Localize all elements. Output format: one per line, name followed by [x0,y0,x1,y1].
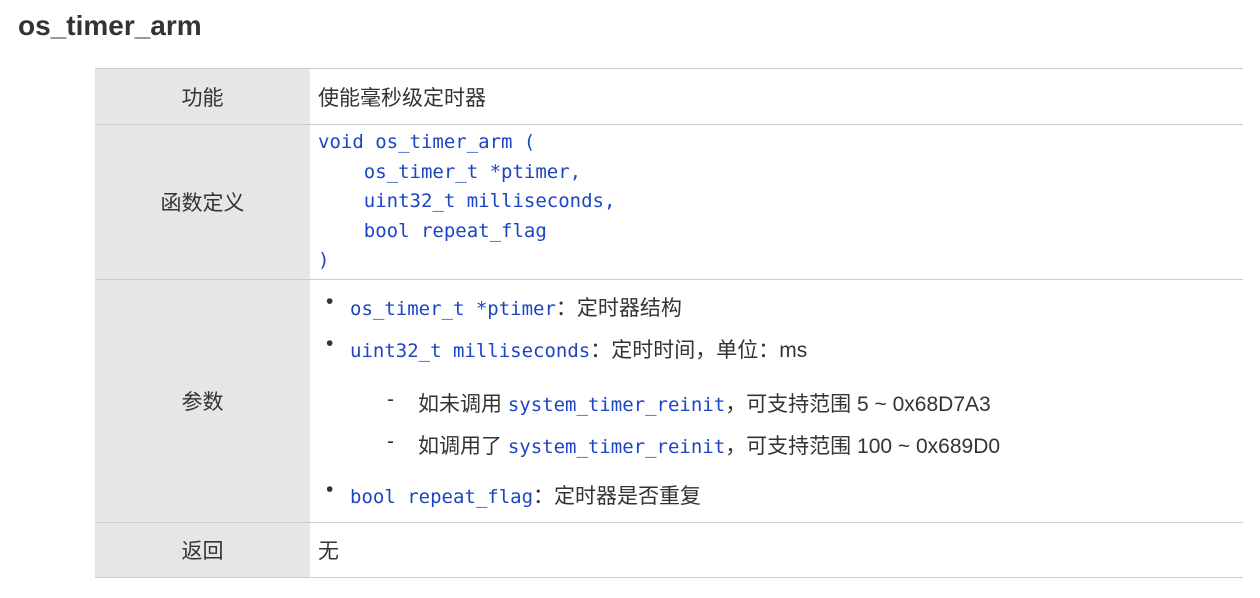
sub-item: 如未调用 system_timer_reinit，可支持范围 5 ~ 0x68D… [350,388,1235,418]
table-row: 函数定义 void os_timer_arm ( os_timer_t *pti… [95,124,1243,280]
table-row: 参数 os_timer_t *ptimer：定时器结构 uint32_t mil… [95,278,1243,523]
row-key: 参数 [95,278,310,523]
sub-text: ，可支持范围 100 ~ 0x689D0 [725,434,1001,458]
table-row: 返回 无 [95,521,1243,578]
table-row: 功能 使能毫秒级定时器 [95,68,1243,125]
param-desc: ：定时器结构 [555,296,682,320]
sub-code: system_timer_reinit [507,393,726,416]
param-code: os_timer_t *ptimer [350,297,556,320]
param-desc: ：定时时间，单位：ms [590,338,808,362]
sub-text: 如未调用 [418,392,508,416]
row-value: 使能毫秒级定时器 [310,68,1243,125]
param-item: uint32_t milliseconds：定时时间，单位：ms 如未调用 sy… [322,332,1235,460]
row-key: 函数定义 [95,124,310,280]
param-item: os_timer_t *ptimer：定时器结构 [322,290,1235,322]
param-desc: ：定时器是否重复 [533,484,702,508]
param-list: os_timer_t *ptimer：定时器结构 uint32_t millis… [318,290,1235,510]
row-key: 返回 [95,521,310,578]
param-item: bool repeat_flag：定时器是否重复 [322,478,1235,510]
param-code: uint32_t milliseconds [350,339,591,362]
page-title: os_timer_arm [18,10,202,41]
sub-code: system_timer_reinit [507,435,726,458]
function-definition-code: void os_timer_arm ( os_timer_t *ptimer, … [318,131,616,271]
row-value: 无 [310,521,1243,578]
function-table: 功能 使能毫秒级定时器 函数定义 void os_timer_arm ( os_… [95,68,1243,578]
row-key: 功能 [95,68,310,125]
sub-text: ，可支持范围 5 ~ 0x68D7A3 [725,392,991,416]
param-code: bool repeat_flag [350,485,534,508]
sub-item: 如调用了 system_timer_reinit，可支持范围 100 ~ 0x6… [350,430,1235,460]
sub-text: 如调用了 [418,434,508,458]
